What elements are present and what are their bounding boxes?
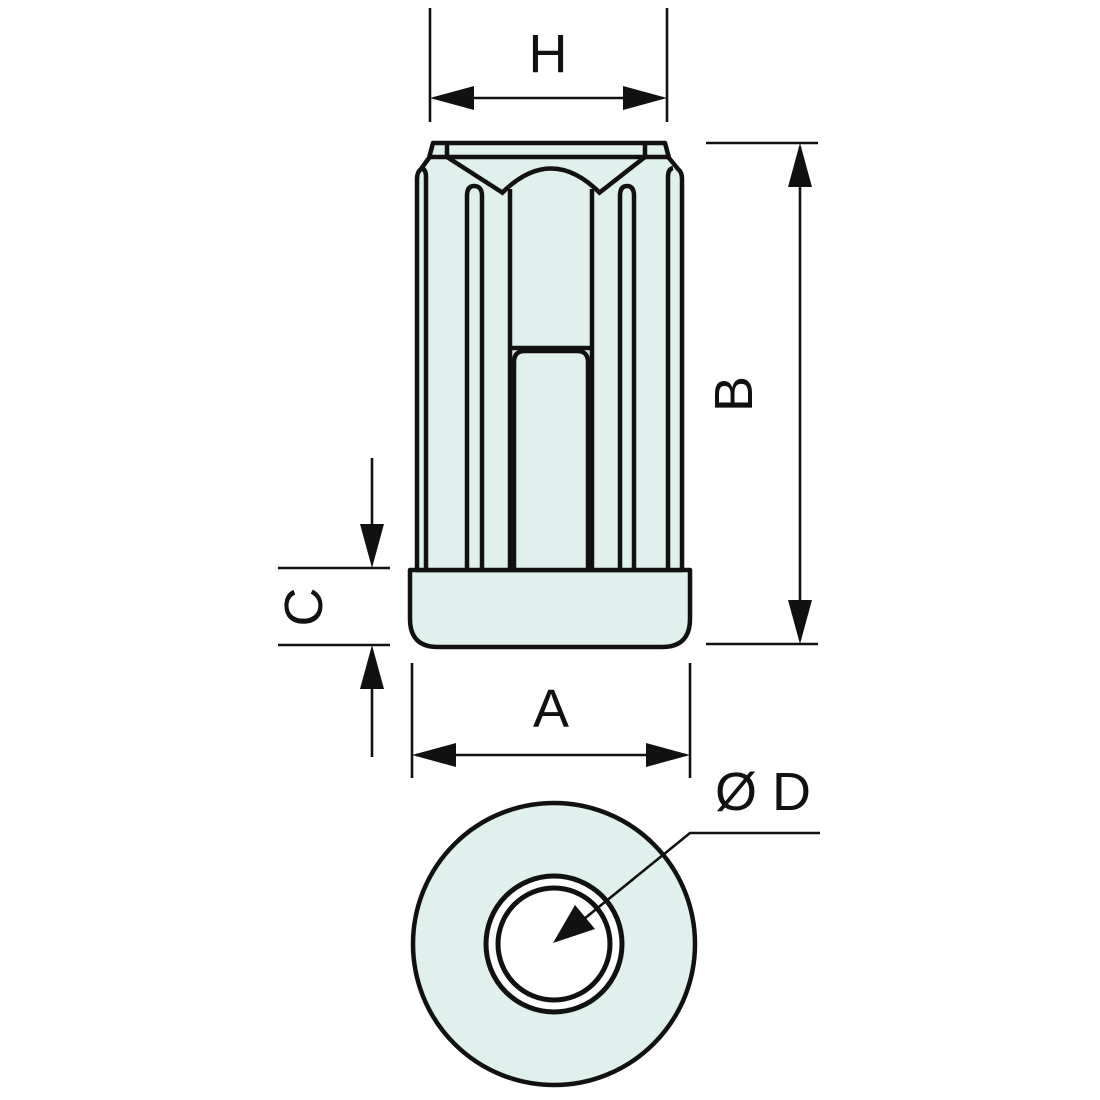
c-arrow-down bbox=[360, 524, 384, 568]
d-label: Ø D bbox=[715, 762, 811, 822]
dome-arc bbox=[499, 166, 603, 196]
part-side-view bbox=[407, 140, 693, 650]
d-leader-arrow bbox=[553, 905, 595, 943]
body-outline bbox=[414, 140, 685, 573]
flange bbox=[407, 567, 693, 650]
part-bottom-view bbox=[410, 800, 698, 1088]
d-leader-line bbox=[583, 831, 820, 921]
h-arrow-left bbox=[430, 86, 474, 110]
b-arrow-top bbox=[788, 143, 812, 187]
h-arrow-right bbox=[623, 86, 667, 110]
dimension-c: C bbox=[274, 458, 390, 757]
outer-rib-left bbox=[420, 165, 429, 570]
b-arrow-bottom bbox=[788, 600, 812, 644]
dimension-h: H bbox=[428, 8, 669, 122]
shoulder-diagonal-left bbox=[445, 155, 505, 195]
dimension-a: A bbox=[410, 663, 692, 778]
panel-inner-window bbox=[511, 348, 591, 570]
c-arrow-up bbox=[360, 645, 384, 689]
a-label: A bbox=[533, 679, 569, 739]
shoulder-diagonal-right bbox=[597, 155, 647, 195]
c-label: C bbox=[274, 588, 334, 627]
ring-inner-circle bbox=[495, 885, 613, 1003]
a-arrow-right bbox=[646, 743, 690, 767]
h-label: H bbox=[529, 24, 568, 84]
rib-pair-right bbox=[617, 183, 637, 570]
b-label: B bbox=[704, 376, 764, 412]
dimension-d: Ø D bbox=[553, 762, 820, 943]
dimension-b: B bbox=[704, 141, 818, 646]
a-arrow-left bbox=[412, 743, 456, 767]
outer-rib-right bbox=[665, 165, 674, 570]
rib-pair-left bbox=[464, 183, 485, 570]
